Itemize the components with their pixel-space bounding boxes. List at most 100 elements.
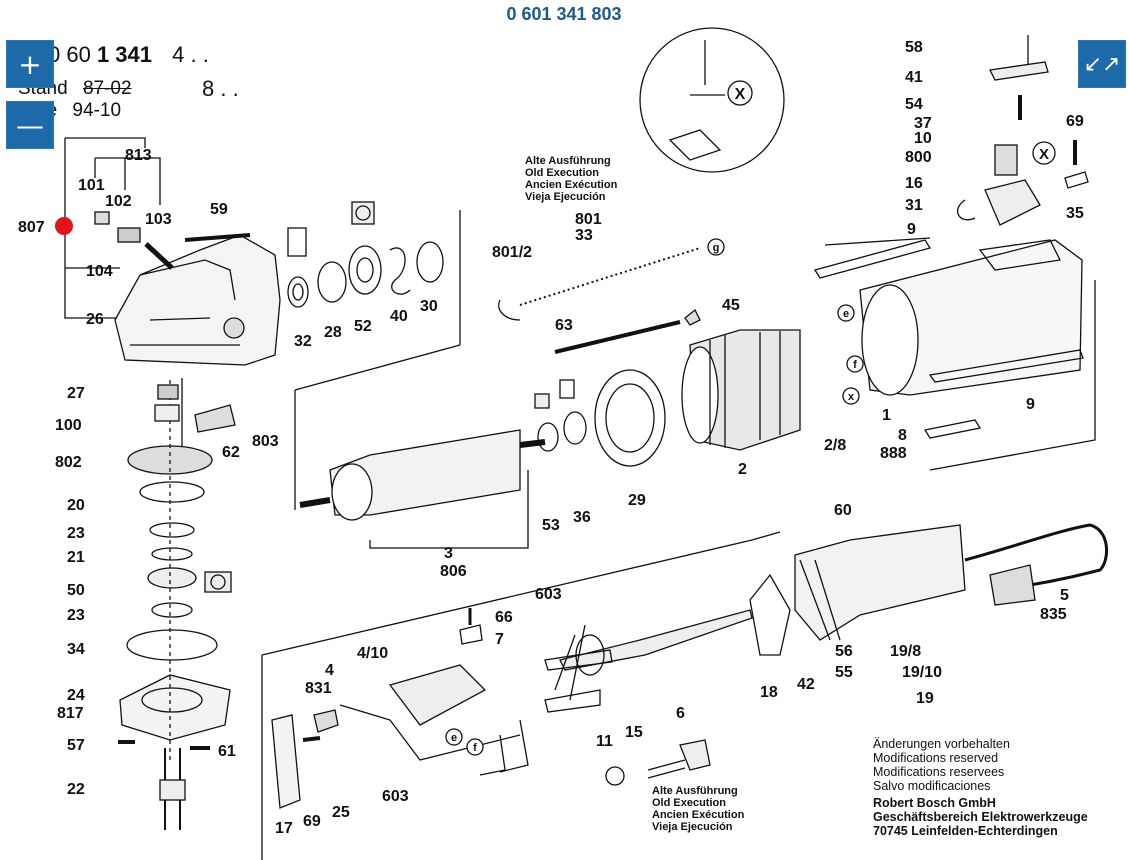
label-54: 54 [905, 96, 923, 113]
label-2-8: 2/8 [824, 437, 846, 454]
marker-x1: x [848, 391, 855, 403]
label-4-10: 4/10 [357, 645, 388, 662]
label-69a: 69 [1066, 113, 1084, 130]
label-800: 800 [905, 149, 932, 166]
modifications-note: Änderungen vorbehalten Modifications res… [873, 737, 1010, 793]
part-prefix: 0 60 [48, 42, 91, 67]
issue-value: 94-10 [72, 100, 122, 121]
label-56: 56 [835, 643, 853, 660]
label-53: 53 [542, 517, 560, 534]
suffix2: 8 . . [202, 76, 239, 101]
label-9b: 9 [1026, 396, 1035, 413]
svg-text:Vieja Ejecución: Vieja Ejecución [652, 821, 733, 833]
label-3: 3 [444, 545, 453, 562]
label-17: 17 [275, 820, 293, 837]
zoom-out-button[interactable]: — [6, 101, 54, 149]
svg-text:Salvo modificaciones: Salvo modificaciones [873, 779, 990, 793]
company-note: Robert Bosch GmbH Geschäftsbereich Elekt… [873, 796, 1088, 838]
svg-text:70745 Leinfelden-Echterdingen: 70745 Leinfelden-Echterdingen [873, 824, 1058, 838]
label-801-2: 801/2 [492, 244, 532, 261]
label-25: 25 [332, 804, 350, 821]
svg-text:Ancien Exécution: Ancien Exécution [525, 179, 618, 191]
label-802: 802 [55, 454, 82, 471]
label-21: 21 [67, 549, 85, 566]
label-2: 2 [738, 461, 747, 478]
old-execution-note-2: Alte Ausführung Old Execution Ancien Exé… [652, 785, 745, 833]
label-28: 28 [324, 324, 342, 341]
handle [794, 524, 966, 641]
label-103: 103 [145, 211, 172, 228]
label-6: 6 [676, 705, 685, 722]
label-66: 66 [495, 609, 513, 626]
label-22: 22 [67, 781, 85, 798]
label-35: 35 [1066, 205, 1084, 222]
svg-text:Vieja Ejecución: Vieja Ejecución [525, 191, 606, 203]
marker-e2: e [451, 732, 457, 744]
label-40: 40 [390, 308, 408, 325]
svg-text:Ancien Exécution: Ancien Exécution [652, 809, 745, 821]
hotspot-807 [55, 217, 73, 235]
label-60: 60 [834, 502, 852, 519]
label-1: 1 [882, 407, 891, 424]
svg-text:Alte Ausführung: Alte Ausführung [525, 155, 611, 167]
label-817: 817 [57, 705, 84, 722]
page-title: 0 601 341 803 [506, 4, 622, 24]
label-45: 45 [722, 297, 740, 314]
svg-text:Modifications reserved: Modifications reserved [873, 751, 998, 765]
label-19: 19 [916, 690, 934, 707]
label-52: 52 [354, 318, 372, 335]
bracket-813 [94, 157, 161, 205]
label-4: 4 [325, 662, 334, 679]
label-8: 8 [898, 427, 907, 444]
label-19-8: 19/8 [890, 643, 921, 660]
marker-X-big: X [735, 86, 746, 103]
label-831: 831 [305, 680, 332, 697]
label-888: 888 [880, 445, 907, 462]
label-19-10: 19/10 [902, 664, 942, 681]
label-104: 104 [86, 263, 113, 280]
label-23b: 23 [67, 607, 85, 624]
part-suffix: 4 . . [172, 42, 209, 67]
label-100: 100 [55, 417, 82, 434]
label-24: 24 [67, 687, 85, 704]
label-102: 102 [105, 193, 132, 210]
marker-e1: e [843, 308, 849, 320]
stand-value: 87-02 [82, 78, 132, 99]
marker-f2: f [473, 742, 477, 754]
label-50: 50 [67, 582, 85, 599]
svg-text:Old Execution: Old Execution [652, 797, 726, 809]
label-16: 16 [905, 175, 923, 192]
label-7: 7 [495, 631, 504, 648]
exit-fullscreen-button[interactable]: ↙↗ [1078, 40, 1126, 88]
label-31: 31 [905, 197, 923, 214]
label-36: 36 [573, 509, 591, 526]
label-20: 20 [67, 497, 85, 514]
label-59: 59 [210, 201, 228, 218]
svg-text:Alte Ausführung: Alte Ausführung [652, 785, 738, 797]
label-29: 29 [628, 492, 646, 509]
zoom-in-button[interactable]: + [6, 40, 54, 88]
label-803: 803 [252, 433, 279, 450]
label-33: 33 [575, 227, 593, 244]
label-10: 10 [914, 130, 932, 147]
label-101: 101 [78, 177, 105, 194]
label-5: 5 [1060, 587, 1069, 604]
label-57: 57 [67, 737, 85, 754]
label-41: 41 [905, 69, 923, 86]
svg-text:Old Execution: Old Execution [525, 167, 599, 179]
label-18: 18 [760, 684, 778, 701]
label-34: 34 [67, 641, 85, 658]
label-27: 27 [67, 385, 85, 402]
label-813: 813 [125, 147, 152, 164]
label-9a: 9 [907, 221, 916, 238]
svg-text:Änderungen vorbehalten: Änderungen vorbehalten [873, 737, 1010, 751]
part-bold: 1 341 [96, 42, 153, 67]
label-11: 11 [596, 733, 613, 750]
bracket-807 [64, 137, 146, 319]
label-15: 15 [625, 724, 643, 741]
label-32: 32 [294, 333, 312, 350]
label-42: 42 [797, 676, 815, 693]
label-835: 835 [1040, 606, 1067, 623]
header-part-number: 0 60 1 341 4 . . [48, 42, 209, 68]
